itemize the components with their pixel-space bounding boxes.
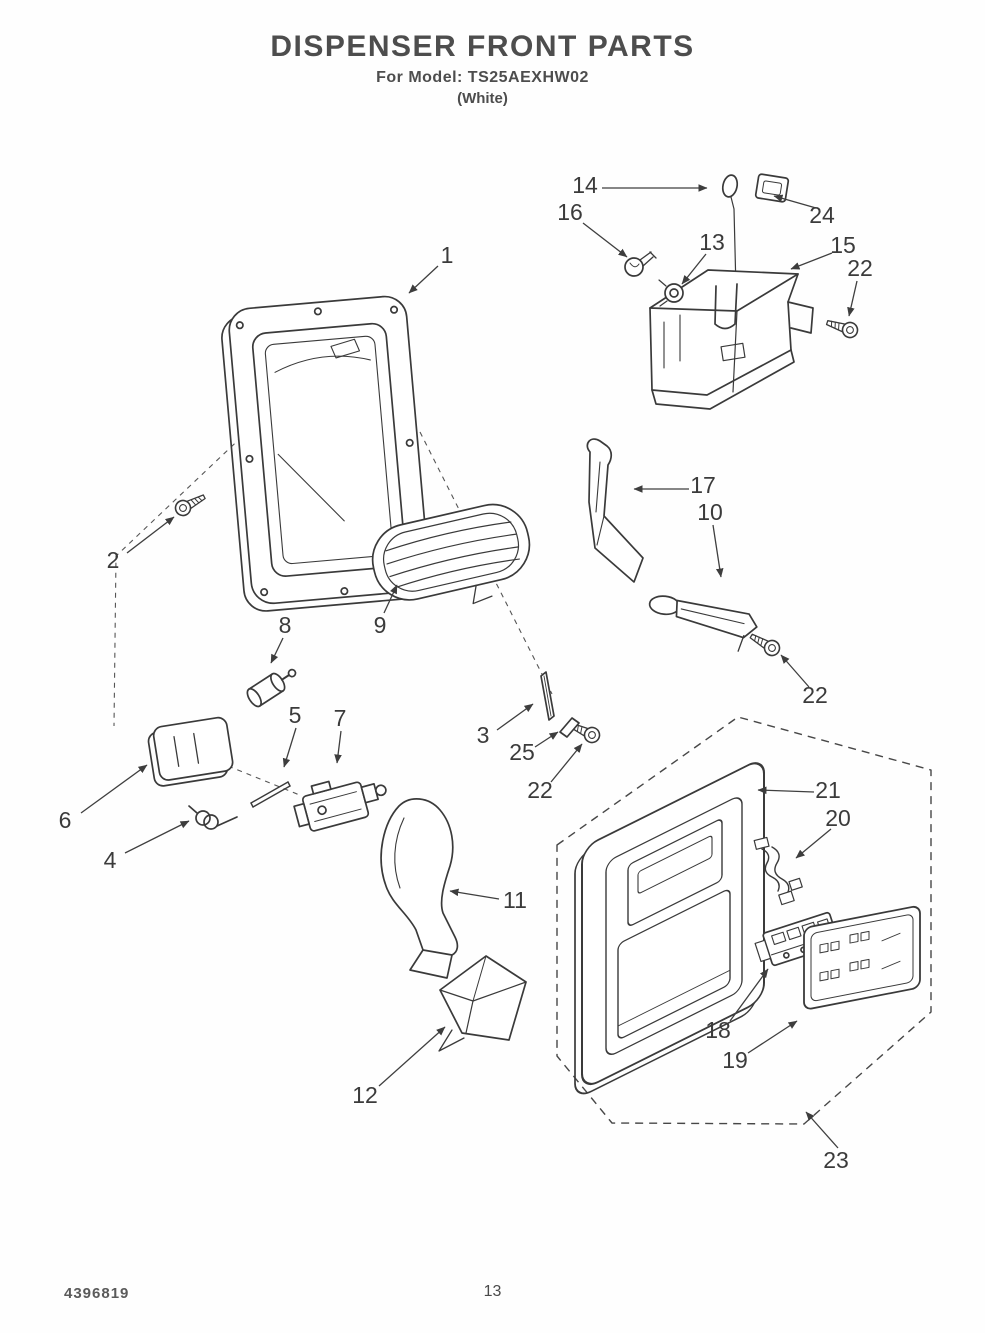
callout-17: 17 bbox=[633, 472, 716, 498]
callout-21-label: 21 bbox=[815, 777, 841, 803]
callout-15: 15 bbox=[790, 232, 856, 270]
callout-2: 2 bbox=[107, 516, 175, 573]
callout-23: 23 bbox=[805, 1111, 849, 1173]
page-title: DISPENSER FRONT PARTS bbox=[270, 30, 695, 63]
callout-18: 18 bbox=[705, 968, 769, 1043]
part-4-spring-clip bbox=[188, 805, 238, 830]
callout-9: 9 bbox=[374, 584, 398, 638]
callout-2-label: 2 bbox=[107, 547, 120, 573]
part-8-roller bbox=[246, 668, 297, 708]
assembly-axis-right bbox=[419, 431, 553, 695]
callout-8-label: 8 bbox=[279, 612, 292, 638]
part-2-screw bbox=[172, 489, 209, 519]
callout-5: 5 bbox=[282, 702, 302, 768]
callout-14-label: 14 bbox=[572, 172, 598, 198]
callout-20-label: 20 bbox=[825, 805, 851, 831]
part-5-pin bbox=[250, 781, 291, 808]
callout-19-label: 19 bbox=[722, 1047, 748, 1073]
callout-11-label: 11 bbox=[503, 887, 527, 913]
part-23-panel-outline bbox=[556, 716, 932, 1125]
part-12-funnel bbox=[438, 955, 527, 1052]
part-22-screw-top bbox=[824, 314, 861, 341]
callout-21: 21 bbox=[757, 777, 841, 803]
callout-20: 20 bbox=[795, 805, 851, 859]
part-20-wire-harness bbox=[753, 836, 803, 906]
part-19-membrane-panel bbox=[803, 905, 921, 1010]
callout-12-label: 12 bbox=[352, 1082, 378, 1108]
callout-6: 6 bbox=[59, 764, 148, 833]
callout-22-top-label: 22 bbox=[847, 255, 873, 281]
callout-25: 25 bbox=[509, 731, 559, 765]
callout-7-label: 7 bbox=[334, 705, 347, 731]
part-16-bulb bbox=[624, 251, 657, 277]
callout-18-label: 18 bbox=[705, 1017, 731, 1043]
part-24-plate bbox=[754, 173, 790, 203]
callout-16-label: 16 bbox=[557, 199, 583, 225]
part-9-drip-grille bbox=[371, 503, 531, 605]
part-17-actuator-lever bbox=[586, 438, 644, 583]
callout-3-label: 3 bbox=[477, 722, 490, 748]
assembly-axis-left bbox=[113, 429, 250, 727]
callout-6-label: 6 bbox=[59, 807, 72, 833]
assembly-axis-mid bbox=[227, 765, 303, 797]
part-6-mounting-plate bbox=[147, 716, 234, 787]
callout-13-label: 13 bbox=[699, 229, 725, 255]
callout-8: 8 bbox=[270, 612, 292, 664]
callout-22-mid-label: 22 bbox=[802, 682, 828, 708]
title-block: DISPENSER FRONT PARTS For Model: TS25AEX… bbox=[0, 30, 965, 107]
callout-23-label: 23 bbox=[823, 1147, 849, 1173]
callout-22-top: 22 bbox=[847, 255, 873, 317]
callout-3: 3 bbox=[477, 703, 534, 748]
callout-15-label: 15 bbox=[830, 232, 856, 258]
callout-22-low-label: 22 bbox=[527, 777, 553, 803]
finish-line: (White) bbox=[457, 90, 508, 107]
part-25-clip bbox=[559, 717, 580, 738]
callout-4: 4 bbox=[104, 820, 190, 873]
callout-22-mid: 22 bbox=[780, 654, 828, 708]
page-number: 13 bbox=[483, 1283, 502, 1300]
part-1-dispenser-frame bbox=[221, 295, 430, 612]
callout-10-label: 10 bbox=[697, 499, 723, 525]
part-22-screw-mid bbox=[746, 628, 784, 660]
callout-11: 11 bbox=[449, 887, 527, 913]
part-7-switch bbox=[293, 780, 387, 832]
model-line: For Model: TS25AEXHW02 bbox=[376, 69, 589, 86]
callout-9-label: 9 bbox=[374, 612, 387, 638]
callout-24: 24 bbox=[773, 194, 835, 228]
part-13-bulb-socket bbox=[658, 279, 684, 307]
callout-4-label: 4 bbox=[104, 847, 117, 873]
callout-10: 10 bbox=[697, 499, 724, 578]
callout-13: 13 bbox=[681, 229, 725, 285]
callout-19: 19 bbox=[722, 1020, 798, 1073]
callout-5-label: 5 bbox=[289, 702, 302, 728]
callout-12: 12 bbox=[352, 1026, 446, 1108]
callout-1: 1 bbox=[408, 242, 454, 294]
part-3-spring-strip bbox=[540, 671, 555, 721]
part-15-dispenser-housing bbox=[649, 269, 814, 410]
callout-14: 14 bbox=[572, 172, 708, 198]
callout-7: 7 bbox=[334, 705, 347, 764]
part-10-actuator-arm bbox=[648, 595, 758, 652]
callout-22-low: 22 bbox=[527, 743, 583, 803]
document-number: 4396819 bbox=[64, 1285, 130, 1302]
callout-16: 16 bbox=[557, 199, 628, 258]
part-21-dispenser-panel bbox=[574, 762, 765, 1095]
callout-17-label: 17 bbox=[690, 472, 716, 498]
callout-1-label: 1 bbox=[441, 242, 454, 268]
callout-25-label: 25 bbox=[509, 739, 535, 765]
callout-24-label: 24 bbox=[809, 202, 835, 228]
part-11-lever bbox=[380, 798, 459, 979]
